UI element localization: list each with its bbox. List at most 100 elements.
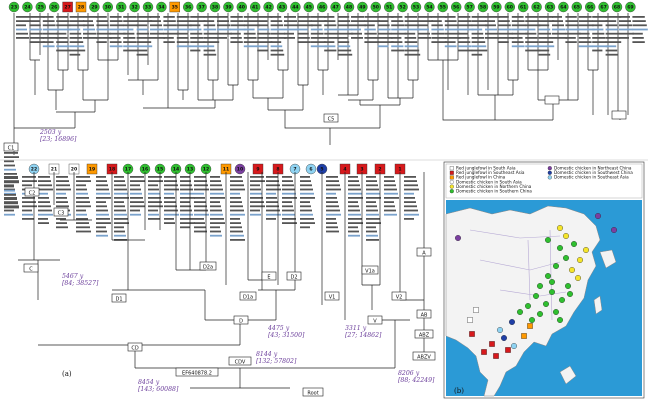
mutation-mark (180, 184, 192, 187)
mutation-mark (16, 37, 29, 39)
mutation-mark (431, 41, 447, 43)
mutation-mark (76, 230, 91, 233)
mutation-mark (243, 28, 255, 31)
top-node-number: 43 (279, 5, 285, 11)
top-node-27: 27 (62, 1, 73, 13)
mutation-mark (136, 45, 153, 48)
mutation-mark (203, 20, 215, 22)
mutation-mark (366, 192, 380, 195)
mutation-mark (114, 188, 127, 191)
mutation-mark (56, 226, 68, 229)
map-point-circle (567, 291, 573, 297)
mutation-mark (337, 37, 349, 39)
mutation-mark (348, 192, 362, 195)
mutation-mark (324, 41, 335, 43)
mutation-mark (210, 197, 225, 199)
mutation-mark (243, 24, 260, 27)
hg-d2: D2 (290, 275, 297, 281)
hg-c: C (29, 267, 33, 273)
mutation-mark (83, 32, 96, 35)
mutation-mark (76, 205, 91, 208)
mutation-mark (96, 41, 107, 43)
map-panel: (b) (443, 161, 645, 399)
mutation-mark (217, 16, 228, 18)
mutation-mark (592, 32, 605, 35)
top-node-number: 65 (574, 5, 580, 11)
mutation-mark (384, 209, 396, 212)
mutation-mark (366, 218, 380, 220)
mutation-mark (114, 226, 124, 229)
map-point-circle (563, 255, 569, 261)
mutation-mark (203, 32, 218, 35)
mutation-mark (384, 188, 397, 191)
mutation-mark (217, 20, 229, 22)
map-point-circle (571, 241, 577, 247)
mutation-mark (69, 41, 84, 43)
mutation-mark (458, 16, 471, 18)
mutation-mark (4, 201, 18, 203)
mutation-mark (230, 218, 240, 220)
mutation-mark (56, 41, 69, 43)
mutation-mark (284, 20, 297, 22)
mutation-mark (217, 37, 227, 39)
mutation-mark (578, 20, 593, 22)
mutation-mark (29, 32, 43, 35)
mutation-mark (384, 213, 397, 216)
map-point-circle (565, 283, 571, 289)
mutation-mark (16, 28, 27, 31)
mutation-mark (136, 20, 153, 22)
mutation-mark (377, 16, 394, 18)
mutation-mark (230, 192, 240, 195)
top-node-38: 38 (209, 1, 221, 13)
mutation-mark (297, 37, 310, 39)
mutation-mark (565, 24, 579, 27)
mutation-mark (38, 176, 50, 178)
mutation-mark (250, 176, 264, 178)
hg-a: A (422, 251, 426, 257)
cdv-age: 8144 y (256, 351, 278, 358)
mutation-mark (230, 226, 242, 229)
top-node-64: 64 (558, 1, 569, 13)
mutation-mark (310, 41, 326, 43)
hg-d: D (239, 319, 243, 325)
mutation-mark (4, 168, 16, 171)
mutation-mark (210, 176, 220, 178)
bottom-node-number: 10 (237, 167, 243, 173)
mutation-mark (404, 32, 416, 35)
mutation-mark (366, 209, 378, 212)
mutation-mark (391, 37, 402, 39)
legend-item: Red junglefowl in South Asia (449, 166, 516, 171)
mutation-mark (485, 32, 498, 35)
mutation-mark (310, 28, 323, 31)
mutation-mark (326, 192, 336, 195)
mutation-mark (96, 222, 111, 224)
top-node-number: 44 (292, 5, 298, 11)
mutation-mark (96, 226, 106, 229)
legend-item: Red junglefowl in China (449, 175, 506, 180)
mutation-mark (109, 16, 122, 18)
mutation-mark (136, 32, 150, 35)
mutation-mark (619, 28, 633, 31)
mutation-mark (180, 180, 191, 182)
mutation-mark (326, 230, 339, 233)
mutation-mark (109, 32, 126, 35)
hg-c5-top: C5 (328, 117, 335, 123)
mutation-mark (391, 49, 405, 52)
top-node-number: 38 (212, 5, 218, 11)
mutation-mark (538, 28, 551, 31)
mutation-mark (270, 20, 283, 22)
mutation-mark (282, 184, 294, 187)
top-node-60: 60 (504, 1, 515, 13)
bottom-node-number: 22 (31, 167, 37, 173)
mutation-mark (324, 49, 337, 52)
mutation-mark (194, 226, 206, 229)
mutation-mark (130, 213, 141, 216)
mutation-mark (56, 28, 72, 31)
bottom-node-number: 9 (256, 167, 259, 173)
top-node-number: 59 (493, 5, 499, 11)
panel-label-a: (a) (62, 370, 72, 378)
mutation-mark (300, 188, 313, 191)
mutation-mark (471, 49, 488, 52)
map-point-circle (533, 293, 539, 299)
